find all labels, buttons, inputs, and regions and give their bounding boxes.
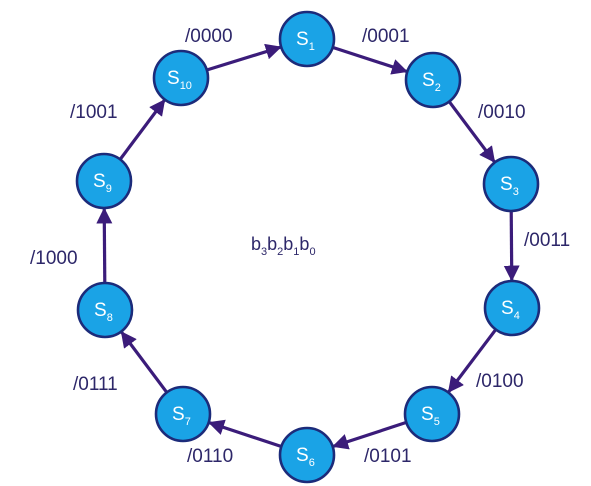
state-circle: [404, 51, 462, 109]
state-label: S6: [296, 445, 315, 469]
state-node-s1: S1: [278, 10, 336, 68]
transition-arrow-s7-s8: [120, 331, 169, 394]
state-node-s5: S5: [403, 385, 461, 443]
state-circle: [152, 49, 210, 107]
state-label: S9: [93, 171, 112, 195]
transition-arrows: [96, 43, 520, 450]
transition-label-s10-s1: /0000: [185, 26, 233, 47]
transition-arrow-s3-s4: [503, 210, 520, 282]
state-label: S8: [94, 300, 113, 324]
transition-labels: /0000/0001/0010/0011/0100/0101/0110/0111…: [30, 26, 570, 467]
transition-label-s1-s2: /0001: [362, 26, 410, 47]
transition-arrow-s4-s5: [447, 328, 498, 393]
transition-label-s6-s7: /0110: [187, 446, 233, 467]
transition-label-s8-s9: /1000: [30, 248, 78, 269]
transition-label-s2-s3: /0010: [478, 102, 526, 123]
state-label: S7: [172, 404, 191, 428]
transition-arrow-s2-s3: [447, 100, 496, 163]
state-node-s2: S2: [404, 51, 462, 109]
state-circle: [483, 279, 541, 337]
transition-label-s7-s8: /0111: [73, 374, 118, 395]
state-node-s7: S7: [154, 385, 212, 443]
transition-arrow-s6-s7: [208, 419, 282, 449]
transition-label-s3-s4: /0011: [524, 230, 570, 251]
state-circle: [154, 385, 212, 443]
state-label: S5: [421, 404, 440, 428]
transition-arrow-s10-s1: [206, 43, 282, 72]
state-circle: [403, 385, 461, 443]
state-label: S4: [501, 298, 520, 322]
bit-order-label: b3b2b1b0: [251, 234, 316, 258]
state-node-s6: S6: [278, 426, 336, 484]
state-circle: [278, 10, 336, 68]
state-circle: [482, 155, 540, 213]
state-node-s3: S3: [482, 155, 540, 213]
state-circle: [76, 281, 134, 339]
state-label: S1: [296, 29, 315, 53]
state-label: S10: [167, 68, 192, 92]
transition-arrow-s8-s9: [96, 207, 113, 284]
transition-arrow-s1-s2: [332, 45, 408, 75]
transition-arrow-s9-s10: [118, 99, 166, 161]
state-label: S2: [422, 70, 441, 94]
state-node-s9: S9: [75, 152, 133, 210]
transition-label-s4-s5: /0100: [476, 371, 524, 392]
transition-label-s5-s6: /0101: [364, 446, 412, 467]
transition-label-s9-s10: /1001: [70, 102, 118, 123]
state-circle: [75, 152, 133, 210]
state-circle: [278, 426, 336, 484]
state-node-s8: S8: [76, 281, 134, 339]
state-label: S3: [500, 174, 519, 198]
transition-arrow-s5-s6: [332, 420, 407, 450]
state-node-s10: S10: [152, 49, 210, 107]
state-node-s4: S4: [483, 279, 541, 337]
